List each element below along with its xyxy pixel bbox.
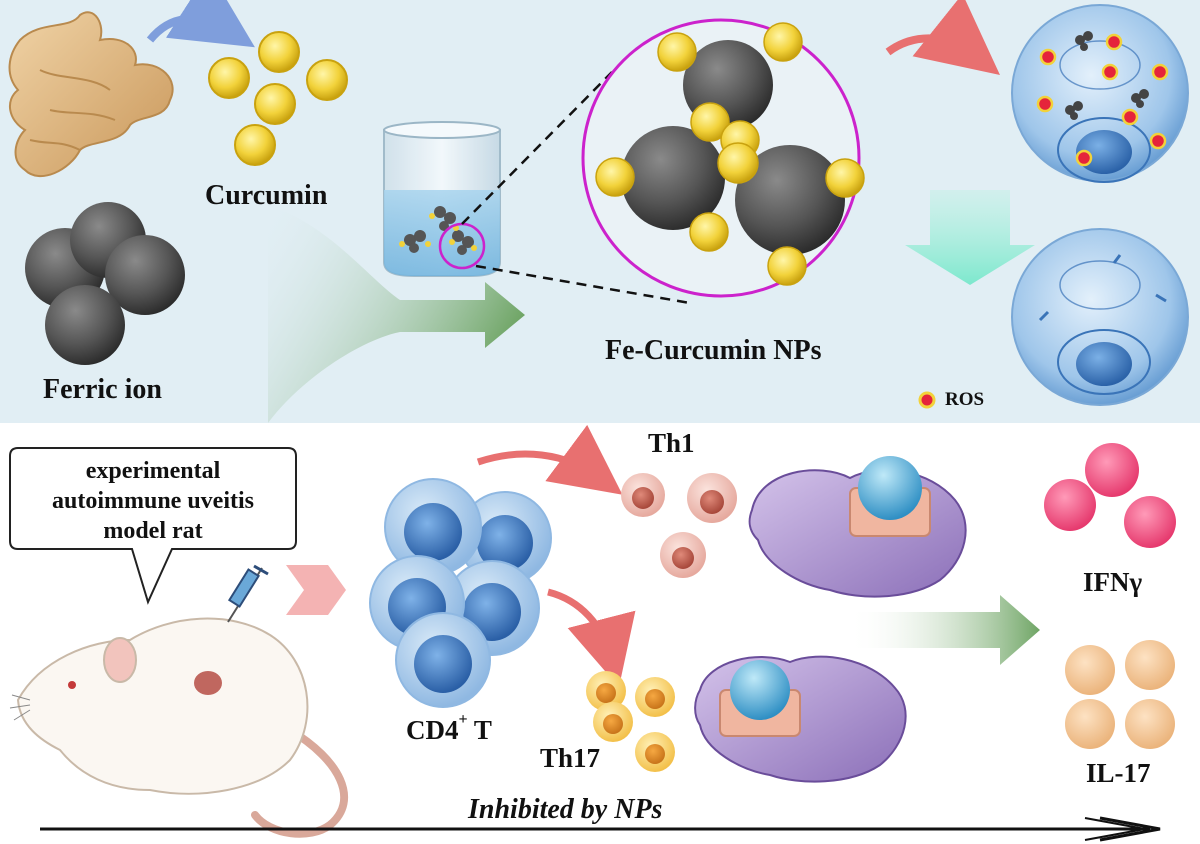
rat — [9, 617, 349, 838]
zoom-line-top — [461, 71, 613, 225]
ifn-gamma-spheres — [1044, 443, 1176, 548]
speech-bubble — [9, 447, 297, 605]
syringe — [227, 564, 269, 623]
effector-cell-bottom — [694, 655, 907, 783]
il17-label: IL-17 — [1086, 758, 1151, 788]
curcumin-label: Curcumin — [205, 180, 328, 211]
cd4-label-sup: + — [458, 711, 468, 728]
cd4-label-suffix: T — [467, 715, 492, 745]
cd4-t-cells — [369, 478, 552, 708]
cd4-to-th1-arrow — [476, 424, 623, 495]
speech-line-2: autoimmune uveitis — [51, 488, 254, 514]
ginger-to-curcumin-arrow — [146, 0, 255, 48]
inhibition-timeline-arrow — [40, 816, 1161, 842]
cd4-to-th17-arrow — [547, 588, 636, 688]
cell-with-ros — [1011, 4, 1189, 183]
speech-line-3: model rat — [103, 518, 203, 544]
effector-cell-top — [748, 456, 967, 598]
nps-to-cell-arrow — [885, 0, 1000, 75]
ros-legend-label: ROS — [945, 389, 985, 410]
cd4-label-main: CD4 — [406, 715, 459, 745]
inhibited-by-nps-label: Inhibited by NPs — [468, 794, 663, 825]
ferric-ion-label: Ferric ion — [43, 374, 162, 405]
ifn-gamma-label: IFNγ — [1083, 567, 1143, 597]
ros-legend-icon — [918, 391, 936, 409]
cd4-t-label: CD4+ T — [406, 711, 492, 746]
curcumin-molecules — [208, 31, 348, 166]
th17-label: Th17 — [540, 743, 601, 773]
injection-chevron — [286, 565, 346, 615]
beaker — [383, 121, 501, 277]
cytokine-arrow — [848, 595, 1040, 665]
il17-spheres — [1065, 640, 1175, 749]
synthesis-arrow — [268, 205, 525, 423]
speech-bubble-text: experimental autoimmune uveitis model ra… — [14, 456, 292, 546]
ginger-root — [8, 11, 174, 177]
th1-cells — [621, 473, 737, 578]
th17-cells — [586, 671, 675, 772]
fe-curcumin-nps-label: Fe-Curcumin NPs — [605, 335, 822, 366]
th1-label: Th1 — [648, 428, 695, 458]
ferric-ion-spheres — [25, 202, 185, 365]
zoom-line-bottom — [475, 264, 691, 305]
fe-curcumin-nps-zoom — [581, 18, 865, 298]
ros-reduction-arrow — [905, 190, 1035, 285]
cell-without-ros — [1011, 228, 1189, 406]
speech-line-1: experimental — [85, 458, 221, 484]
